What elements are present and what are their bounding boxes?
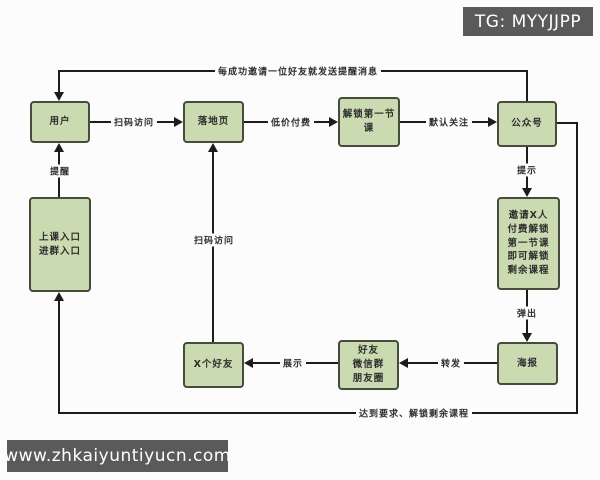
edge-label-invite-notify: 每成功邀请一位好友就发送提醒消息: [214, 64, 382, 78]
node-unlock-first-label-line2: 课: [363, 123, 375, 134]
edge-label-scan-visit-top: 扫码访问: [110, 115, 158, 129]
node-entrance-label-line1: 上课入口: [38, 231, 81, 243]
node-poster-label: 海报: [516, 357, 538, 369]
connector-official-right-exit: [557, 122, 577, 124]
connector-bottom-left-up: [58, 299, 60, 414]
node-invite-task: 邀请X人 付费解锁 第一节课 即可解锁 剩余课程: [497, 197, 560, 290]
arrowhead-into-landing-bottom: [208, 143, 218, 152]
node-invite-task-line4: 即可解锁: [507, 251, 550, 263]
node-unlock-first-lesson: 解锁第一节 课: [338, 97, 400, 147]
node-x-friends: X个好友: [183, 342, 244, 388]
node-invite-task-line3: 第一节课: [507, 237, 550, 249]
node-friends-groups-line3: 朋友圈: [352, 372, 385, 384]
arrowhead-into-xfriends: [244, 358, 253, 368]
tg-badge: TG: MYYJJPP: [463, 7, 593, 36]
edge-label-display: 展示: [279, 356, 307, 370]
node-entrance: 上课入口 进群入口: [29, 197, 91, 292]
node-poster: 海报: [497, 342, 558, 385]
node-friends-groups-line2: 微信群: [352, 359, 385, 371]
arrowhead-into-poster: [522, 333, 532, 342]
edge-label-low-price-pay: 低价付费: [267, 115, 315, 129]
arrowhead-into-official: [488, 117, 497, 127]
watermark: www.zhkaiyuntiyucn.com: [4, 440, 230, 472]
arrowhead-into-unlock: [329, 117, 338, 127]
edge-label-scan-visit-mid: 扫码访问: [190, 233, 238, 247]
node-user-label: 用户: [49, 116, 71, 128]
edge-label-meet-requirement: 达到要求、解锁剩余课程: [355, 406, 473, 420]
edge-label-forward: 转发: [437, 356, 465, 370]
edge-label-hint: 提示: [513, 163, 541, 177]
arrowhead-into-entrance-bottom: [54, 292, 64, 301]
node-friends-groups-line1: 好友: [357, 345, 379, 357]
arrowhead-into-user-top: [54, 92, 64, 101]
connector-top-loop-left: [58, 70, 60, 93]
node-invite-task-line1: 邀请X人: [508, 210, 549, 222]
arrowhead-into-invite-task: [522, 188, 532, 197]
node-friends-groups: 好友 微信群 朋友圈: [338, 340, 399, 390]
node-entrance-label-line2: 进群入口: [38, 245, 81, 257]
node-x-friends-label: X个好友: [193, 359, 234, 371]
connector-bottom-horizontal: [58, 412, 578, 414]
node-landing-label: 落地页: [197, 116, 230, 128]
node-user: 用户: [30, 101, 90, 143]
node-official-account: 公众号: [497, 101, 557, 147]
arrowhead-into-landing: [174, 117, 183, 127]
node-unlock-first-label-line1: 解锁第一节: [342, 109, 396, 121]
node-invite-task-line5: 剩余课程: [507, 265, 550, 277]
edge-label-remind: 提醒: [46, 164, 74, 178]
node-invite-task-line2: 付费解锁: [507, 223, 550, 235]
edge-label-popup: 弹出: [513, 306, 541, 320]
arrowhead-into-friends: [399, 358, 408, 368]
arrowhead-into-user-bottom: [54, 143, 64, 152]
edge-label-default-follow: 默认关注: [425, 115, 473, 129]
connector-right-down: [576, 122, 578, 414]
node-official-label: 公众号: [511, 118, 543, 130]
node-landing-page: 落地页: [183, 101, 244, 143]
connector-top-loop-right: [526, 70, 528, 101]
